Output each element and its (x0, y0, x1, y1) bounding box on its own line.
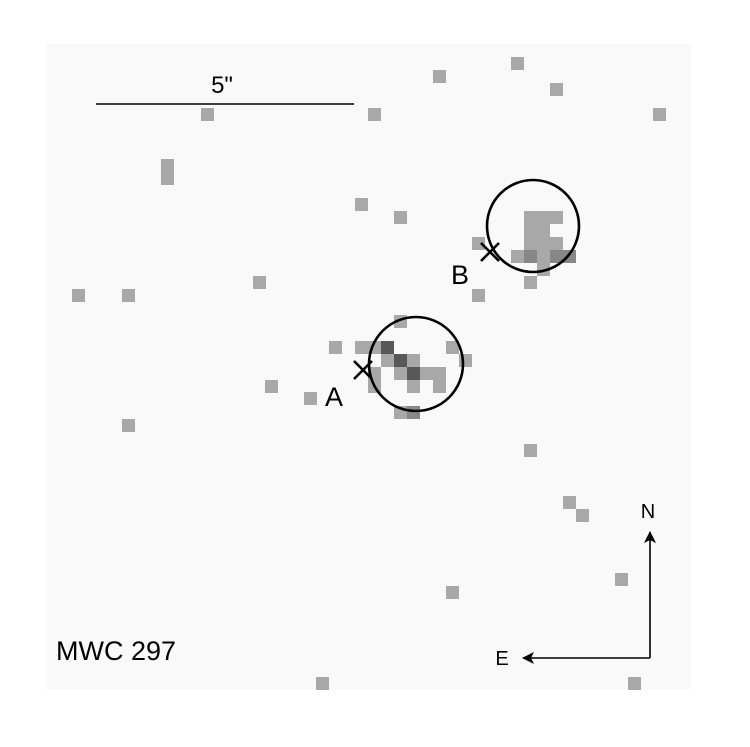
photon-pixel (537, 224, 550, 237)
photon-pixel (537, 263, 550, 276)
photon-pixel (472, 237, 485, 250)
photon-pixel (265, 380, 278, 393)
source-b-circle (485, 178, 581, 274)
photon-pixel (524, 224, 537, 237)
photon-pixel (407, 367, 420, 380)
photon-pixel (524, 444, 537, 457)
photon-pixel (355, 198, 368, 211)
photon-pixel (524, 211, 537, 224)
photon-pixel (420, 367, 433, 380)
photon-pixel (472, 289, 485, 302)
photon-pixel (537, 237, 550, 250)
photon-pixel (576, 509, 589, 522)
photon-pixel (355, 341, 368, 354)
scale-bar-label: 5" (211, 72, 233, 99)
photon-pixel (407, 354, 420, 367)
photon-pixel (446, 586, 459, 599)
photon-pixel (511, 57, 524, 70)
compass-east-label: E (495, 648, 508, 670)
compass-north-label: N (641, 501, 655, 523)
photon-pixel (537, 211, 550, 224)
photon-pixel (446, 341, 459, 354)
photon-pixel (550, 83, 563, 96)
photon-pixel (524, 250, 537, 263)
photon-pixel (253, 276, 266, 289)
photon-pixel (329, 341, 342, 354)
photon-pixel (381, 341, 394, 354)
photon-pixel (537, 250, 550, 263)
photon-pixel (459, 354, 472, 367)
photon-pixel (161, 172, 174, 185)
photon-pixel (407, 380, 420, 393)
source-b-label: B (451, 260, 469, 290)
photon-pixel (394, 354, 407, 367)
photon-pixel (563, 250, 576, 263)
source-a-label: A (325, 382, 343, 412)
photon-pixel (316, 677, 329, 690)
photon-pixel (653, 108, 666, 121)
photon-pixel (201, 108, 214, 121)
photon-pixel (550, 211, 563, 224)
photon-pixel (304, 392, 317, 405)
photon-pixel (161, 159, 174, 172)
source-b-cross-marker (480, 242, 500, 262)
photon-pixel (72, 289, 85, 302)
photon-pixel (407, 406, 420, 419)
photon-pixel (122, 289, 135, 302)
photon-pixel (368, 108, 381, 121)
object-name-label: MWC 297 (56, 636, 176, 666)
photon-pixel (563, 496, 576, 509)
photon-pixel (433, 367, 446, 380)
photon-pixel (394, 211, 407, 224)
photon-pixel (524, 237, 537, 250)
photon-pixel (550, 237, 563, 250)
source-a-cross-marker (353, 360, 373, 380)
photon-pixel (433, 380, 446, 393)
photon-pixel (394, 367, 407, 380)
photon-pixel (433, 70, 446, 83)
photon-pixel (122, 419, 135, 432)
photon-pixel (524, 276, 537, 289)
photon-pixel (615, 573, 628, 586)
photon-pixel (550, 250, 563, 263)
photon-pixel (511, 250, 524, 263)
photon-pixel (381, 354, 394, 367)
photon-pixel-layer (72, 57, 666, 690)
photon-pixel (628, 677, 641, 690)
